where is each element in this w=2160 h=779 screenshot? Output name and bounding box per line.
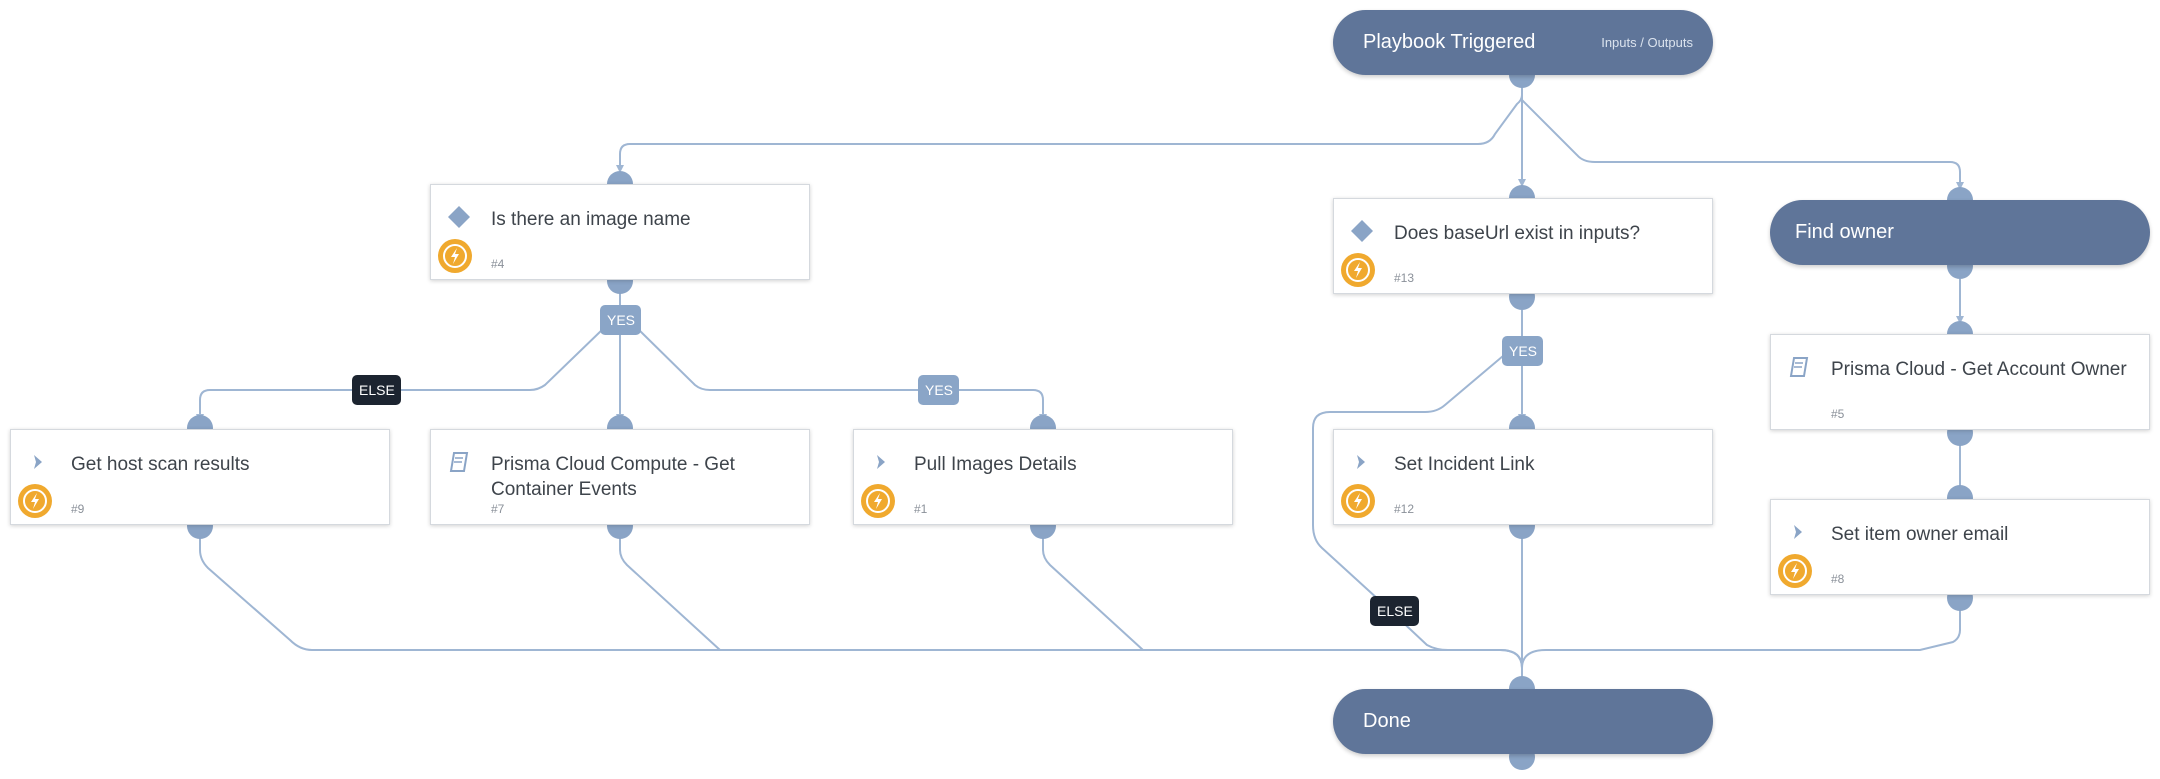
task-node-9[interactable]: Get host scan results #9	[10, 429, 390, 525]
task-title: Prisma Cloud Compute - Get Container Eve…	[491, 454, 735, 500]
task-title: Is there an image name	[491, 209, 691, 230]
task-number: #4	[491, 257, 505, 271]
edge-pull-images-to-done	[1042, 537, 1144, 651]
edge-start-to-find-owner	[1521, 99, 1964, 190]
automation-icon	[438, 239, 472, 273]
edge-owner-email-to-done	[1521, 605, 1961, 669]
condition-icon	[1351, 220, 1373, 242]
edge-image-check-else-to-host-scan	[196, 327, 605, 422]
task-number: #7	[491, 502, 505, 516]
inputs-outputs-link[interactable]: Inputs / Outputs	[1601, 35, 1693, 50]
playbook-book-icon	[1789, 357, 1809, 377]
task-node-8[interactable]: Set item owner email #8	[1770, 499, 2150, 595]
command-chevron-icon	[1794, 525, 1802, 539]
task-node-5[interactable]: Prisma Cloud - Get Account Owner #5	[1770, 334, 2150, 430]
automation-icon	[1341, 253, 1375, 287]
task-number: #1	[914, 502, 928, 516]
command-chevron-icon	[34, 455, 42, 469]
find-owner-section[interactable]: Find owner	[1770, 200, 2150, 265]
task-node-12[interactable]: Set Incident Link #12	[1333, 429, 1713, 525]
task-title: Set item owner email	[1831, 524, 2009, 545]
automation-icon	[861, 484, 895, 518]
done-node[interactable]: Done	[1333, 689, 1713, 754]
task-title: Get host scan results	[71, 454, 250, 475]
else-label-baseurl-check[interactable]: ELSE	[1370, 596, 1419, 626]
task-title: Prisma Cloud - Get Account Owner	[1831, 359, 2127, 380]
task-node-7[interactable]: Prisma Cloud Compute - Get Container Eve…	[430, 429, 810, 525]
else-label-image-check[interactable]: ELSE	[352, 375, 401, 405]
task-node-4[interactable]: Is there an image name #4	[430, 184, 810, 280]
task-number: #9	[71, 502, 85, 516]
condition-icon	[448, 206, 470, 228]
edge-image-check-yes-to-pull-images	[636, 327, 1047, 422]
edge-host-scan-to-done	[199, 537, 1523, 669]
command-chevron-icon	[1357, 455, 1365, 469]
playbook-triggered-title: Playbook Triggered	[1363, 31, 1536, 53]
task-node-13[interactable]: Does baseUrl exist in inputs? #13	[1333, 198, 1713, 294]
task-title: Pull Images Details	[914, 454, 1077, 475]
done-title: Done	[1363, 710, 1411, 732]
automation-icon	[1778, 554, 1812, 588]
task-number: #8	[1831, 572, 1845, 586]
yes-label-baseurl-check[interactable]: YES	[1502, 336, 1543, 366]
task-number: #12	[1394, 502, 1415, 516]
section-title: Find owner	[1795, 221, 1894, 243]
playbook-book-icon	[449, 452, 469, 472]
command-chevron-icon	[877, 455, 885, 469]
task-title: Does baseUrl exist in inputs?	[1394, 223, 1641, 244]
task-number: #5	[1831, 407, 1845, 421]
automation-icon	[18, 484, 52, 518]
task-number: #13	[1394, 271, 1415, 285]
automation-icon	[1341, 484, 1375, 518]
task-title: Set Incident Link	[1394, 454, 1535, 475]
playbook-triggered-node[interactable]: Playbook Triggered Inputs / Outputs	[1333, 10, 1713, 75]
yes-label-image-check[interactable]: YES	[600, 305, 641, 335]
edge-container-events-to-done	[619, 537, 721, 651]
yes-label-pull-images[interactable]: YES	[918, 375, 959, 405]
task-node-1[interactable]: Pull Images Details #1	[853, 429, 1233, 525]
edge-start-to-image-check	[616, 75, 1523, 173]
